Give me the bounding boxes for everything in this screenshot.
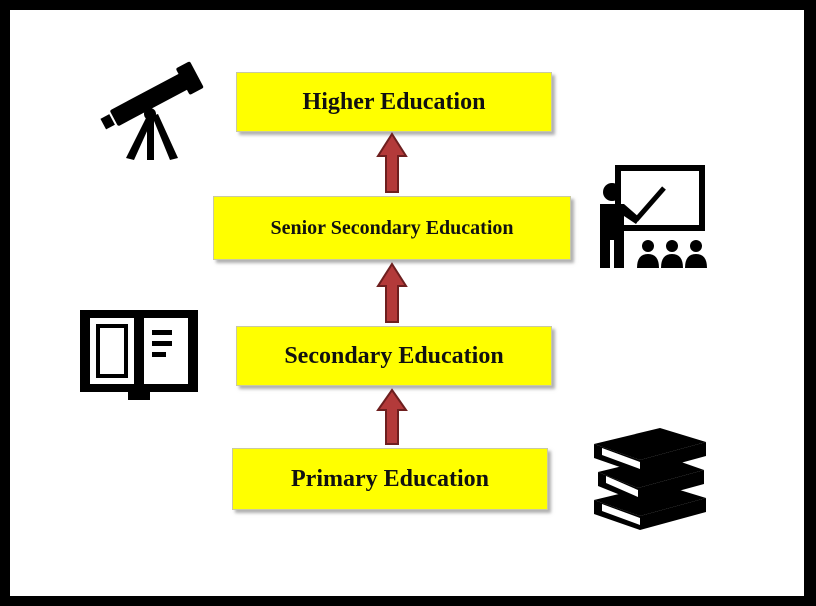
up-arrow-icon xyxy=(376,262,408,323)
up-arrow-icon xyxy=(376,388,408,445)
level-higher-education: Higher Education xyxy=(236,72,552,132)
teacher-classroom-icon xyxy=(600,165,707,268)
open-book-icon xyxy=(80,310,198,400)
book-stack-icon xyxy=(594,428,706,530)
level-senior-secondary-education: Senior Secondary Education xyxy=(213,196,571,260)
level-primary-education: Primary Education xyxy=(232,448,548,510)
diagram-canvas: Higher Education Senior Secondary Educat… xyxy=(10,10,804,596)
level-label: Primary Education xyxy=(291,465,489,492)
level-label: Secondary Education xyxy=(284,342,504,369)
level-label: Senior Secondary Education xyxy=(270,216,514,239)
up-arrow-icon xyxy=(376,132,408,193)
level-secondary-education: Secondary Education xyxy=(236,326,552,386)
level-label: Higher Education xyxy=(302,88,486,115)
telescope-icon xyxy=(100,61,204,160)
